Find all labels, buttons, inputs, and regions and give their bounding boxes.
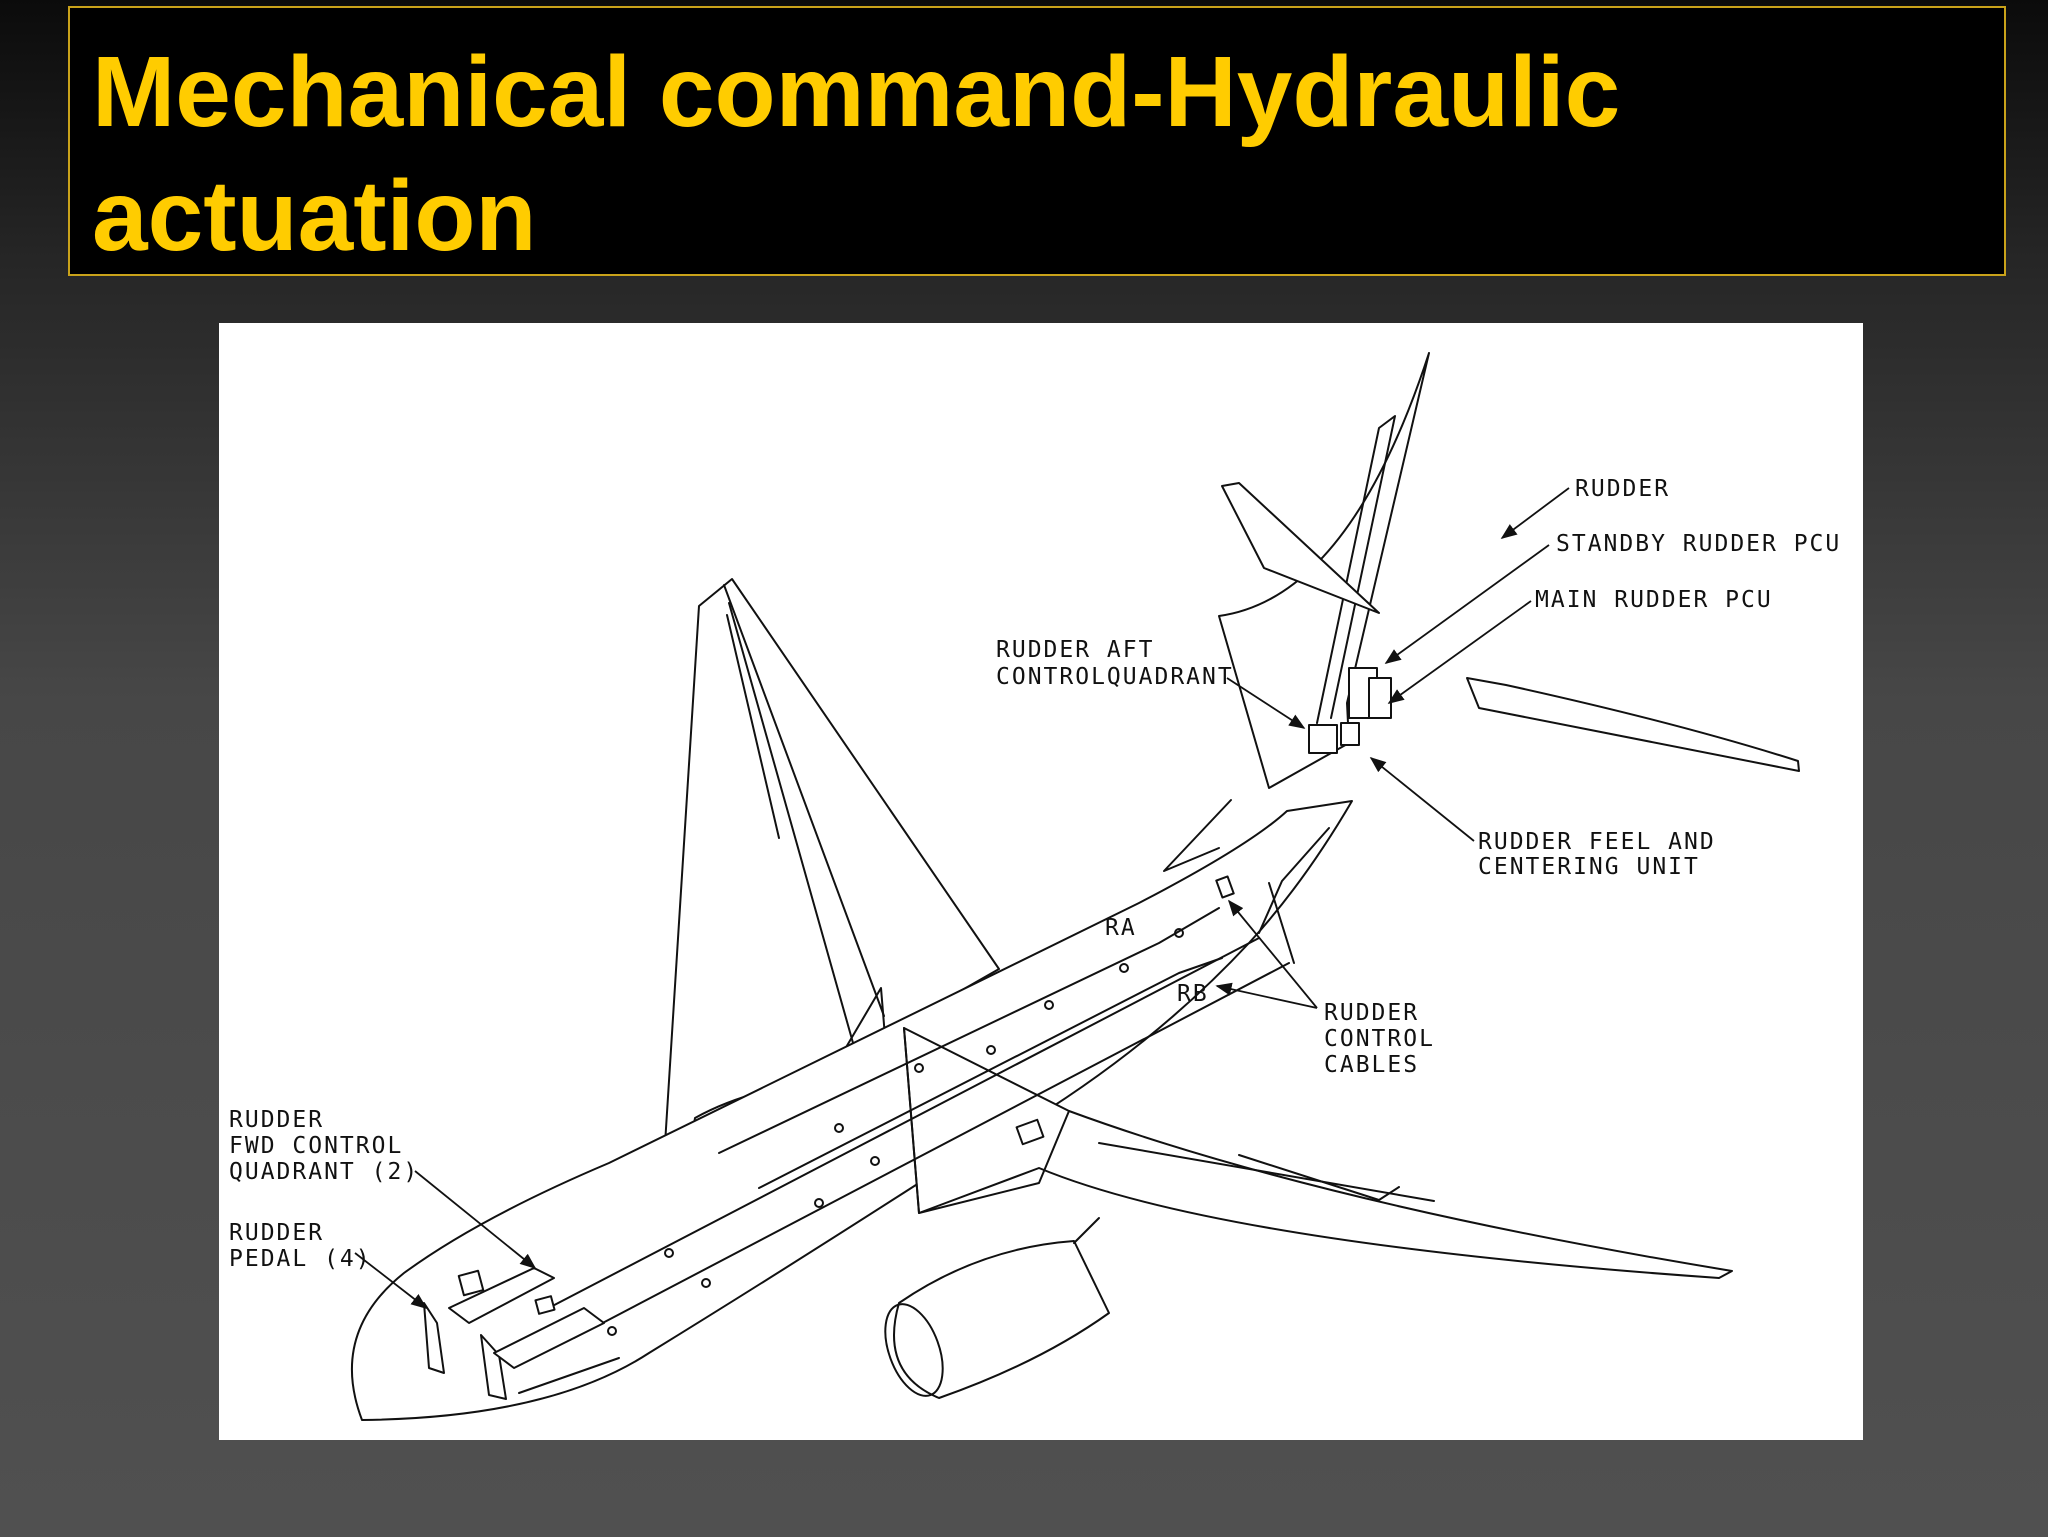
label-standby-rudder-pcu: STANDBY RUDDER PCU — [1556, 531, 1841, 557]
label-feel-centering-1: RUDDER FEEL AND — [1478, 829, 1716, 855]
label-cables-1: RUDDER — [1324, 1000, 1419, 1026]
label-pedal-1: RUDDER — [229, 1220, 324, 1246]
right-wing — [903, 1027, 1733, 1279]
leader-lines — [354, 487, 1570, 1309]
label-fwd-quadrant-3: QUADRANT (2) — [229, 1159, 419, 1185]
forward-control-assembly — [423, 1267, 605, 1400]
right-stabilizer — [1466, 677, 1800, 772]
label-feel-centering-2: CENTERING UNIT — [1478, 854, 1700, 880]
left-stabilizer — [1221, 482, 1380, 614]
diagram-panel: RUDDER STANDBY RUDDER PCU MAIN RUDDER PC… — [219, 323, 1863, 1440]
label-cables-3: CABLES — [1324, 1052, 1419, 1078]
label-rb: RB — [1177, 981, 1209, 1007]
label-aft-quadrant-1: RUDDER AFT — [996, 637, 1154, 663]
right-engine — [884, 1217, 1110, 1399]
label-rudder: RUDDER — [1575, 476, 1670, 502]
title-box: Mechanical command-Hydraulic actuation — [68, 6, 2006, 276]
aircraft-rudder-diagram: RUDDER STANDBY RUDDER PCU MAIN RUDDER PC… — [229, 352, 1841, 1421]
label-fwd-quadrant-1: RUDDER — [229, 1107, 324, 1133]
slide-title: Mechanical command-Hydraulic actuation — [92, 36, 1621, 272]
label-main-rudder-pcu: MAIN RUDDER PCU — [1535, 587, 1773, 613]
rudder-control-cable-runs — [538, 827, 1330, 1339]
label-aft-quadrant-2: CONTROLQUADRANT — [996, 664, 1234, 690]
aft-mechanism — [1308, 667, 1392, 754]
label-fwd-quadrant-2: FWD CONTROL — [229, 1133, 403, 1159]
label-ra: RA — [1105, 915, 1137, 941]
label-pedal-2: PEDAL (4) — [229, 1246, 372, 1272]
label-cables-2: CONTROL — [1324, 1026, 1435, 1052]
